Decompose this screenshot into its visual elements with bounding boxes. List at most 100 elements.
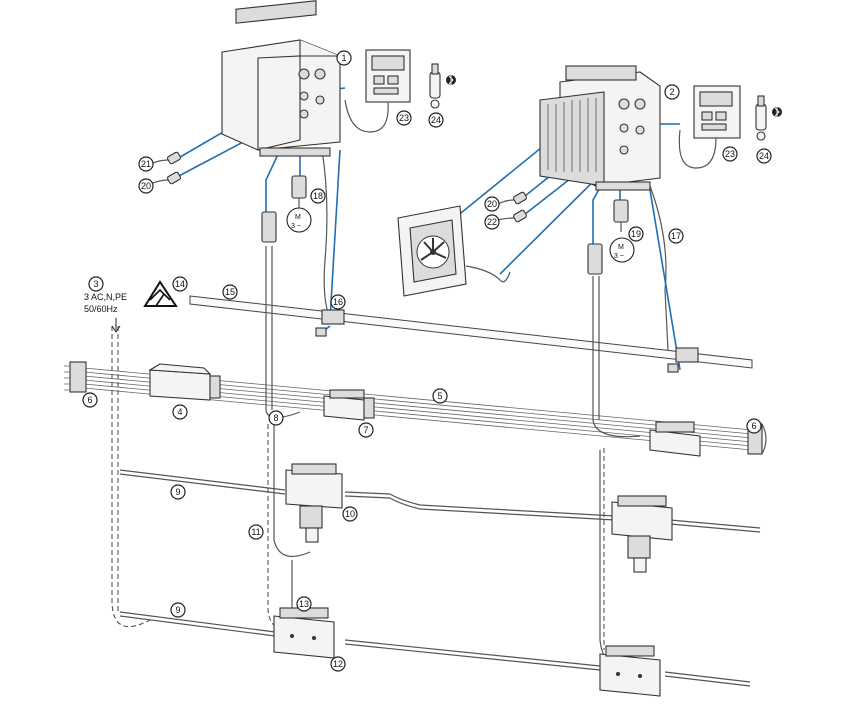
plug-8-top-left xyxy=(261,211,277,243)
power-tap-right xyxy=(599,645,661,697)
svg-text:18: 18 xyxy=(313,191,323,201)
cable-to-rail-left xyxy=(321,149,331,319)
as-interface-logo xyxy=(143,280,178,307)
cable-right-drop xyxy=(592,276,641,661)
operator-panel-left xyxy=(344,49,411,133)
svg-text:23: 23 xyxy=(399,113,409,123)
callout-11: 11 xyxy=(248,524,264,540)
distributor-10 xyxy=(285,463,343,543)
callout-15: 15 xyxy=(222,284,238,300)
plug-21 xyxy=(149,151,182,165)
motor-symbol-right xyxy=(609,237,635,263)
rail-connector-right xyxy=(667,347,699,373)
cable-end-connector-left xyxy=(64,361,87,393)
callout-9-lower: 9 xyxy=(170,602,186,618)
frequency-inverter-2 xyxy=(539,65,661,191)
svg-text:17: 17 xyxy=(671,231,681,241)
svg-text:19: 19 xyxy=(631,229,641,239)
svg-text:20: 20 xyxy=(487,199,497,209)
motor-phase-right: 3 ~ xyxy=(614,253,624,260)
svg-text:21: 21 xyxy=(141,159,151,169)
plug-20-right xyxy=(497,191,528,205)
callout-13: 13 xyxy=(296,596,312,612)
distributor-4 xyxy=(148,363,221,401)
motor-symbol-left xyxy=(286,207,312,233)
distributor-right xyxy=(611,495,673,573)
svg-text:9: 9 xyxy=(175,605,180,615)
svg-text:13: 13 xyxy=(299,599,309,609)
bluetooth-icon xyxy=(446,75,456,85)
callout-18: 18 xyxy=(310,188,326,204)
motor-phase-left: 3 ~ xyxy=(291,223,301,230)
motor-plug-19 xyxy=(613,199,629,232)
svg-text:14: 14 xyxy=(175,279,185,289)
tap-7 xyxy=(323,389,375,421)
svg-text:1: 1 xyxy=(341,53,346,63)
callout-20-right: 20 xyxy=(484,196,500,212)
tap-right xyxy=(649,421,701,457)
callout-9-upper: 9 xyxy=(170,484,186,500)
callout-24-right: 24 xyxy=(756,148,772,164)
round-cable-9-lower xyxy=(119,611,751,687)
svg-text:5: 5 xyxy=(437,391,442,401)
plug-20-left xyxy=(149,171,182,185)
callout-10: 10 xyxy=(342,506,358,522)
svg-text:6: 6 xyxy=(87,395,92,405)
svg-text:8: 8 xyxy=(273,413,278,423)
svg-text:23: 23 xyxy=(725,149,735,159)
supply-label-line1: 3 AC,N,PE xyxy=(84,292,127,302)
svg-text:9: 9 xyxy=(175,487,180,497)
svg-text:22: 22 xyxy=(487,217,497,227)
plug-top-right xyxy=(587,243,603,275)
cable-11 xyxy=(273,420,311,558)
frequency-inverter-1 xyxy=(221,0,341,157)
callout-16: 16 xyxy=(330,294,346,310)
callout-8: 8 xyxy=(268,410,284,426)
rail-connector-16 xyxy=(315,309,345,337)
callout-17: 17 xyxy=(668,228,684,244)
svg-text:11: 11 xyxy=(251,527,260,537)
supply-arrow xyxy=(111,318,121,333)
callout-7: 7 xyxy=(358,422,374,438)
callout-21: 21 xyxy=(138,156,154,172)
plug-22 xyxy=(497,209,528,223)
svg-text:7: 7 xyxy=(363,425,368,435)
callout-1: 1 xyxy=(336,50,352,66)
motor-plug-18 xyxy=(291,175,307,208)
supply-label-line2: 50/60Hz xyxy=(84,304,118,314)
svg-text:24: 24 xyxy=(759,151,769,161)
svg-text:2: 2 xyxy=(669,87,674,97)
svg-text:12: 12 xyxy=(333,659,343,669)
callout-23-left: 23 xyxy=(396,110,412,126)
bluetooth-dongle-left xyxy=(429,63,441,109)
power-tap-12 xyxy=(273,607,335,659)
callout-23-right: 23 xyxy=(722,146,738,162)
fan-icon xyxy=(420,238,447,261)
svg-text:4: 4 xyxy=(177,407,182,417)
fan-cable xyxy=(465,265,511,283)
operator-panel-right xyxy=(678,85,741,169)
callout-14: 14 xyxy=(172,276,188,292)
svg-text:24: 24 xyxy=(431,115,441,125)
callout-22: 22 xyxy=(484,214,500,230)
motor-label-left: M xyxy=(295,214,301,221)
callout-20-left: 20 xyxy=(138,178,154,194)
callout-6-left: 6 xyxy=(82,392,98,408)
bluetooth-icon xyxy=(772,107,782,117)
svg-text:15: 15 xyxy=(225,287,235,297)
callout-6-right: 6 xyxy=(746,418,762,434)
callout-5: 5 xyxy=(432,388,448,404)
callout-24-left: 24 xyxy=(428,112,444,128)
callout-19: 19 xyxy=(628,226,644,242)
cable-17 xyxy=(649,185,669,351)
svg-text:6: 6 xyxy=(751,421,756,431)
fan-unit xyxy=(397,205,467,297)
callout-12: 12 xyxy=(330,656,346,672)
svg-text:20: 20 xyxy=(141,181,151,191)
bluetooth-dongle-right xyxy=(755,95,767,141)
callout-4: 4 xyxy=(172,404,188,420)
round-cable-9-upper xyxy=(119,469,761,533)
motor-label-right: M xyxy=(618,244,624,251)
